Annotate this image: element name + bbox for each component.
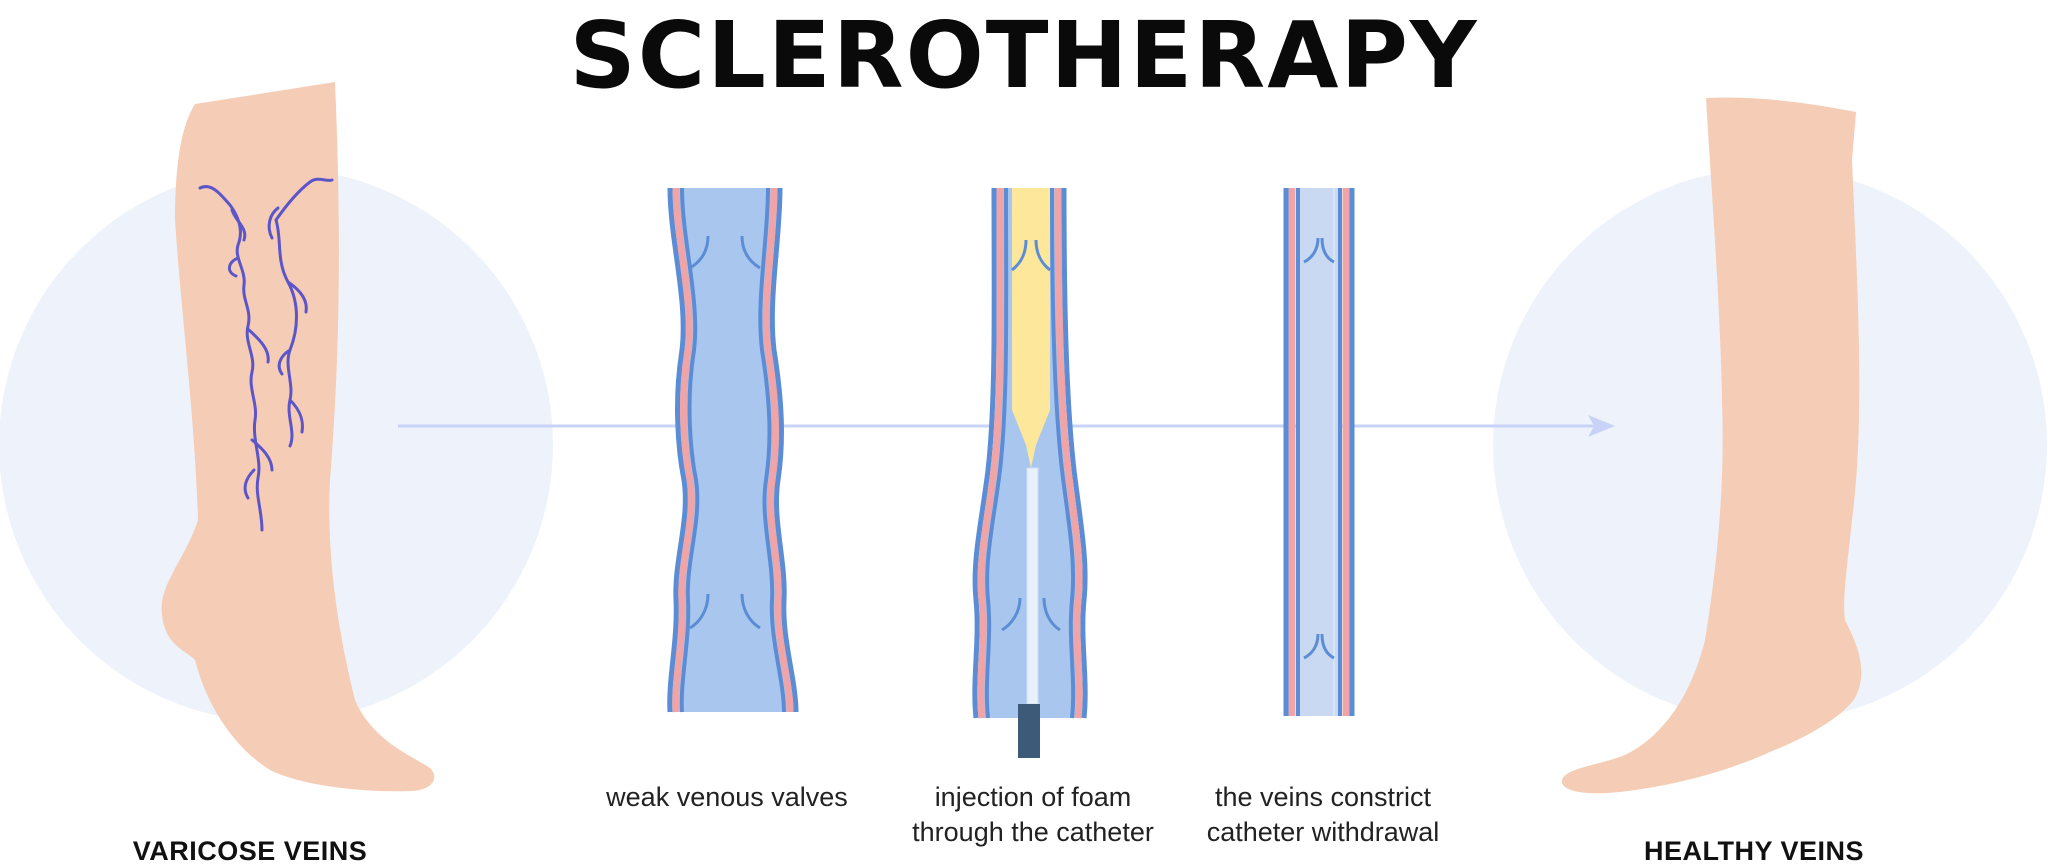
left-leg-label: VARICOSE VEINS	[132, 836, 368, 866]
process-arrow-head	[1588, 415, 1615, 437]
step-1-caption: weak venous valves	[560, 780, 894, 815]
step-2-caption-line2: through the catheter	[912, 817, 1154, 847]
step-3-caption: the veins constrict catheter withdrawal	[1156, 780, 1490, 850]
step-2-caption: injection of foam through the catheter	[866, 780, 1200, 850]
catheter	[1026, 467, 1039, 705]
vein-weak-valves	[667, 187, 799, 713]
right-leg	[1561, 97, 1862, 794]
catheter-tip	[1018, 704, 1040, 758]
vein-constricted	[1283, 188, 1355, 716]
left-leg	[161, 82, 435, 792]
step-3-caption-line1: the veins constrict	[1214, 782, 1432, 812]
right-leg-label: HEALTHY VEINS	[1643, 836, 1865, 866]
vein-foam-injection	[972, 187, 1088, 758]
varicose-veins	[198, 177, 334, 532]
step-1-caption-line1: weak venous valves	[606, 782, 848, 812]
step-2-caption-line1: injection of foam	[934, 782, 1132, 812]
page-title: SCLEROTHERAPY	[569, 2, 1479, 109]
step-3-caption-line2: catheter withdrawal	[1206, 817, 1440, 847]
